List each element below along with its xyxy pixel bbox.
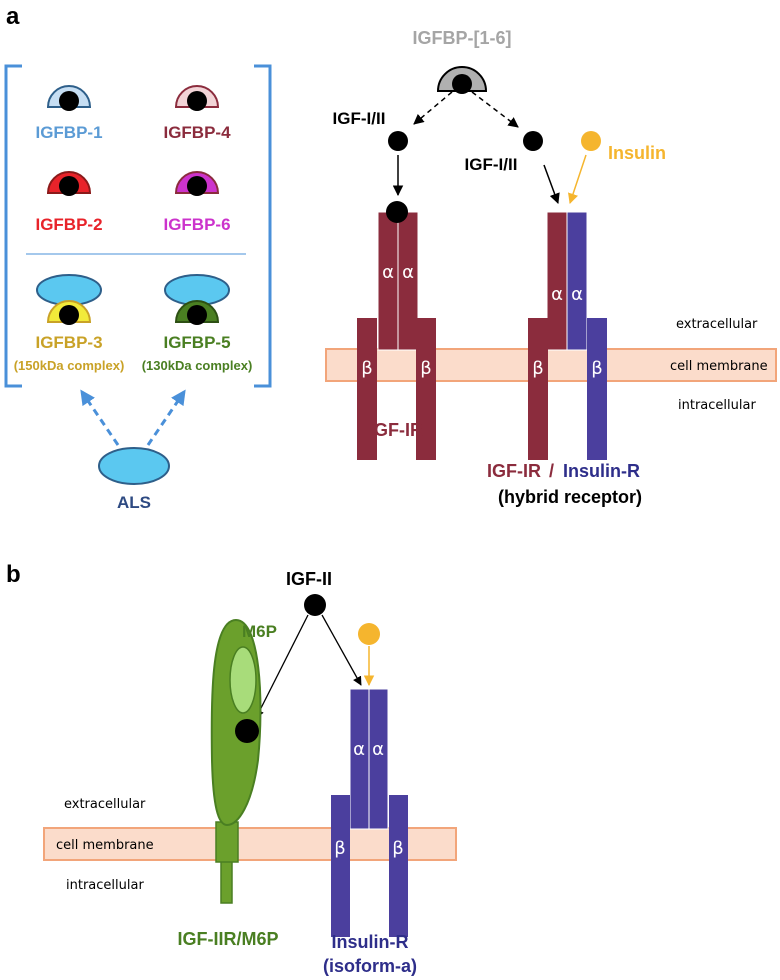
hybrid-igf-label: IGF-IR (487, 461, 541, 481)
insulin-receptor (331, 688, 408, 937)
igf1r-alpha-left: α (382, 262, 394, 283)
igf-right-label: IGF-I/II (465, 155, 518, 174)
igf2-ligand (304, 594, 326, 616)
igf-left-ligand (388, 131, 408, 151)
insr-isoform: (isoform-a) (323, 956, 417, 976)
igfbp5-note: (130kDa complex) (142, 358, 253, 373)
intracellular-label-a: intracellular (678, 398, 756, 413)
igf1r-beta-left: β (361, 358, 373, 379)
insr-beta-left: β (334, 838, 346, 859)
igfbp-right-bracket (254, 64, 272, 388)
insulin-ligand-b (358, 623, 380, 645)
insr-alpha-right: α (372, 739, 384, 760)
igf-left-label: IGF-I/II (333, 109, 386, 128)
igf-bound-ligand (386, 201, 408, 223)
igfbp3-note: (150kDa complex) (14, 358, 125, 373)
insulin-ligand (581, 131, 601, 151)
insr-alpha-left: α (353, 739, 365, 760)
igfbp1-label: IGFBP-1 (35, 123, 102, 142)
cell-membrane-a (325, 348, 777, 382)
igf1r-label: IGF-IR (369, 420, 423, 440)
igfbp-left-bracket (4, 64, 22, 388)
hybrid-alpha-left: α (551, 284, 563, 305)
insr-beta-right: β (392, 838, 404, 859)
hybrid-ins-label: Insulin-R (563, 461, 640, 481)
als-arrow-right (146, 389, 186, 446)
igfbp3-complex-icon (36, 274, 102, 325)
panel-a-label: a (6, 3, 20, 30)
cell-membrane-label-a: cell membrane (670, 359, 768, 374)
igf2-label: IGF-II (286, 569, 332, 589)
igf-right-arrow (543, 164, 560, 204)
hybrid-alpha-right: α (571, 284, 583, 305)
insulin-label: Insulin (608, 143, 666, 163)
igf2-to-insr-arrow (321, 614, 362, 686)
igfbp5-label: IGFBP-5 (163, 333, 230, 352)
hybrid-beta-right: β (591, 358, 603, 379)
intracellular-label-b: intracellular (66, 878, 144, 893)
m6p-domain-icon (229, 646, 257, 714)
hybrid-note: (hybrid receptor) (498, 487, 642, 507)
panel-b-label: b (6, 561, 21, 588)
igf1r-alpha-right: α (402, 262, 414, 283)
igfbp6-label: IGFBP-6 (163, 215, 230, 234)
igfbp-release-arrow-left (413, 91, 453, 125)
hybrid-receptor (528, 211, 607, 460)
igf1r-beta-right: β (420, 358, 432, 379)
extracellular-label-a: extracellular (676, 317, 758, 332)
igf2-bound-ligand (235, 719, 259, 743)
insr-label: Insulin-R (332, 932, 409, 952)
extracellular-label-b: extracellular (64, 797, 146, 812)
cell-membrane-b (43, 827, 457, 861)
igfbp4-icon (174, 85, 220, 111)
hybrid-beta-left: β (532, 358, 544, 379)
igfbp2-icon (46, 171, 92, 196)
als-label: ALS (117, 493, 151, 512)
m6p-label: M6P (242, 622, 277, 641)
igfbp4-label: IGFBP-4 (163, 123, 231, 142)
igf2-to-igf2r-arrow (255, 614, 309, 719)
igfbp3-label: IGFBP-3 (35, 333, 102, 352)
als-icon (98, 447, 170, 485)
igfbp1-icon (46, 85, 92, 111)
igfbp2-label: IGFBP-2 (35, 215, 102, 234)
igfbp-release-arrow-right (471, 91, 519, 128)
cell-membrane-label-b: cell membrane (56, 838, 154, 853)
igfbp6-icon (174, 171, 220, 196)
als-arrow-left (80, 389, 120, 446)
igfbp5-complex-icon (164, 274, 230, 325)
hybrid-slash: / (549, 461, 554, 481)
igfbp-grey-icon (436, 66, 488, 94)
igf2r-label: IGF-IIR/M6P (177, 929, 278, 949)
insulin-arrow (568, 154, 587, 204)
igf1r-receptor (357, 211, 436, 460)
igf-right-ligand (523, 131, 543, 151)
igfbp-family-label: IGFBP-[1-6] (413, 28, 512, 48)
